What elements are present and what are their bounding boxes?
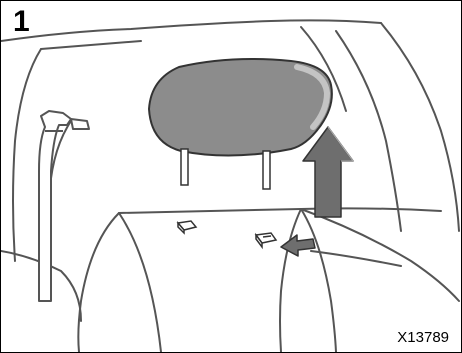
release-button-left-icon (178, 221, 196, 233)
up-arrow-icon (303, 127, 353, 217)
headrest-post-left (181, 149, 188, 185)
figure-code: X13789 (395, 329, 451, 346)
step-number: 1 (13, 7, 30, 37)
headrest-icon (149, 59, 332, 189)
right-seat-back-line (301, 209, 459, 301)
seatbelt-icon (39, 111, 89, 301)
release-button-right-icon (256, 233, 276, 247)
left-panel-line (13, 49, 41, 261)
c-pillar-line (381, 23, 459, 231)
right-seat-curve (311, 251, 401, 266)
seat-back-right-line (280, 209, 301, 352)
window-frame-line (1, 20, 381, 41)
right-seat-fold-line (301, 209, 336, 352)
window-frame-line-inner (41, 41, 141, 49)
parcel-shelf-line (119, 208, 441, 213)
headrest-post-right (263, 151, 270, 189)
seat-cushion-line (119, 213, 161, 352)
c-pillar-inner-line (336, 31, 401, 231)
seat-back-left-line (78, 213, 119, 352)
